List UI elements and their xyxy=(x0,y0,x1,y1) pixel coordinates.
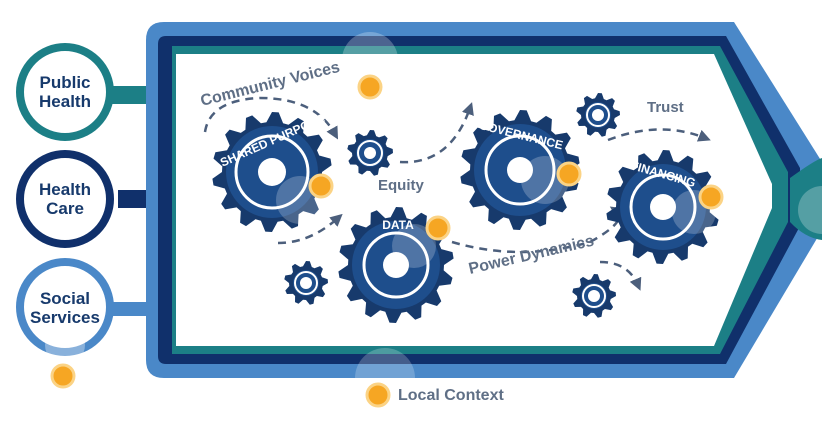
orange-dot xyxy=(308,173,334,199)
orange-dot xyxy=(425,215,451,241)
arrow-trust xyxy=(607,128,711,142)
gear-small-top-right xyxy=(576,93,620,137)
gear-label-data: DATA xyxy=(382,218,414,232)
gear-governance xyxy=(460,110,580,230)
right-teal-swoosh xyxy=(790,158,822,240)
gear-highlight xyxy=(521,156,569,204)
social-services-label-1: Social xyxy=(40,289,90,308)
gear-small-center xyxy=(347,130,393,176)
health-care-label-2: Care xyxy=(46,199,84,218)
arrow-shared-purpose-to-data xyxy=(277,213,343,245)
orange-dot xyxy=(357,74,383,100)
public-health-label-1: Public xyxy=(39,73,90,92)
gear-shared-purpose xyxy=(212,112,332,232)
health-care-label-1: Health xyxy=(39,180,91,199)
orange-dot xyxy=(50,363,76,389)
frame-highlight-top xyxy=(342,32,398,88)
flow-arrows xyxy=(203,96,711,291)
social-services-label-2: Services xyxy=(30,308,100,327)
orange-dot-local-context xyxy=(365,382,391,408)
right-highlight xyxy=(798,186,822,234)
orange-dots xyxy=(50,74,724,408)
gear-small-left xyxy=(284,261,328,305)
orange-dot xyxy=(556,161,582,187)
label-trust: Trust xyxy=(647,99,684,116)
gear-small-bottom-right xyxy=(572,274,616,318)
public-health-label-2: Health xyxy=(39,92,91,111)
label-local-context: Local Context xyxy=(398,387,504,404)
sector-health-care: Health Care xyxy=(16,150,114,248)
arrow-financing-out xyxy=(599,260,642,291)
gear-data xyxy=(338,207,454,323)
gears-layer xyxy=(212,93,720,323)
gear-highlight xyxy=(392,224,436,268)
sector-public-health: Public Health xyxy=(16,43,114,141)
social-services-highlight xyxy=(45,325,85,365)
arrow-to-financing xyxy=(451,206,624,254)
label-equity: Equity xyxy=(378,177,424,194)
sector-social-services: Social Services xyxy=(16,258,114,365)
arrow-community-voices xyxy=(203,96,339,140)
arrow-to-governance xyxy=(399,102,474,164)
gear-financing xyxy=(606,150,720,264)
orange-dot xyxy=(698,184,724,210)
